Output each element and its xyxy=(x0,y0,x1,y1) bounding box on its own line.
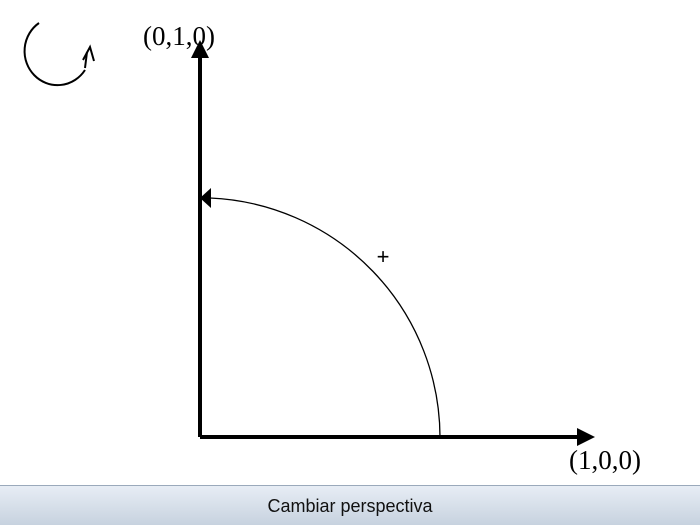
x-axis-arrowhead xyxy=(577,428,595,446)
change-perspective-button[interactable]: Cambiar perspectiva xyxy=(0,485,700,525)
rotation-arc xyxy=(209,197,441,438)
rotate-arc xyxy=(23,22,86,87)
axis-diagram: + (0,1,0) (1,0,0) xyxy=(23,21,641,475)
y-axis-arrowhead xyxy=(191,40,209,58)
rotate-view-icon[interactable] xyxy=(23,22,95,87)
drawing-canvas: + (0,1,0) (1,0,0) xyxy=(23,21,641,475)
change-perspective-label: Cambiar perspectiva xyxy=(267,495,433,516)
y-axis-label: (0,1,0) xyxy=(143,21,215,51)
rotation-arc-arrowhead xyxy=(200,188,211,208)
x-axis-label: (1,0,0) xyxy=(569,445,641,475)
rotation-direction-sign: + xyxy=(377,244,390,269)
rotate-arrowhead xyxy=(82,44,95,62)
